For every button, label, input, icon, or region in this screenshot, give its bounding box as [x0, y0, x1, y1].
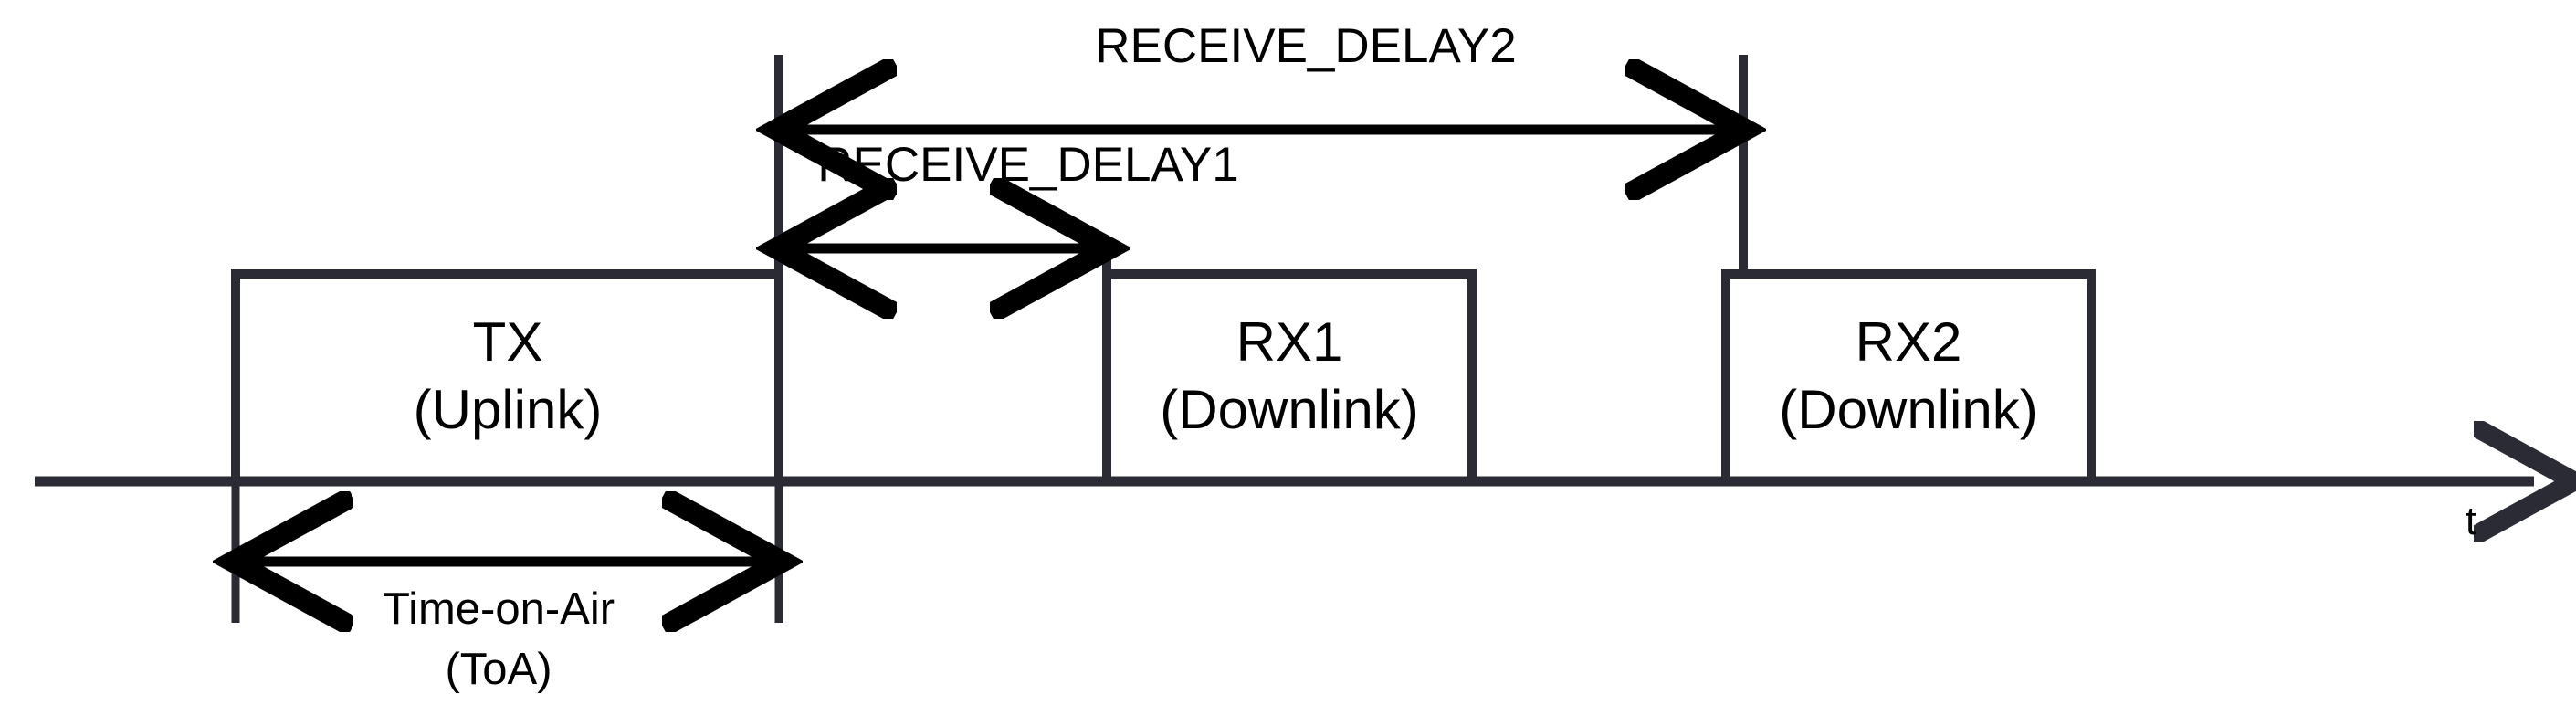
- receive-delay1-label: RECEIVE_DELAY1: [817, 138, 1239, 192]
- receive-delay2-label: RECEIVE_DELAY2: [1095, 19, 1517, 73]
- time-on-air-label-abbrev: (ToA): [445, 645, 552, 694]
- tx-slot-label-secondary: (Uplink): [413, 379, 603, 440]
- rx2-slot-label-primary: RX2: [1855, 311, 1962, 373]
- tx-slot-label-primary: TX: [472, 311, 543, 373]
- rx1-slot-label-secondary: (Downlink): [1160, 379, 1419, 440]
- time-on-air-label: Time-on-Air: [382, 584, 615, 634]
- tx-slot-box: [231, 269, 783, 481]
- rx2-slot-box: [1721, 269, 2096, 481]
- measurement-arrows: [243, 130, 1736, 562]
- rx2-slot-label-secondary: (Downlink): [1779, 379, 2038, 440]
- slot-boxes: [231, 269, 2096, 481]
- rx1-slot-box: [1102, 269, 1477, 481]
- time-axis-label: t: [2465, 499, 2477, 543]
- rx1-slot-label-primary: RX1: [1235, 311, 1343, 373]
